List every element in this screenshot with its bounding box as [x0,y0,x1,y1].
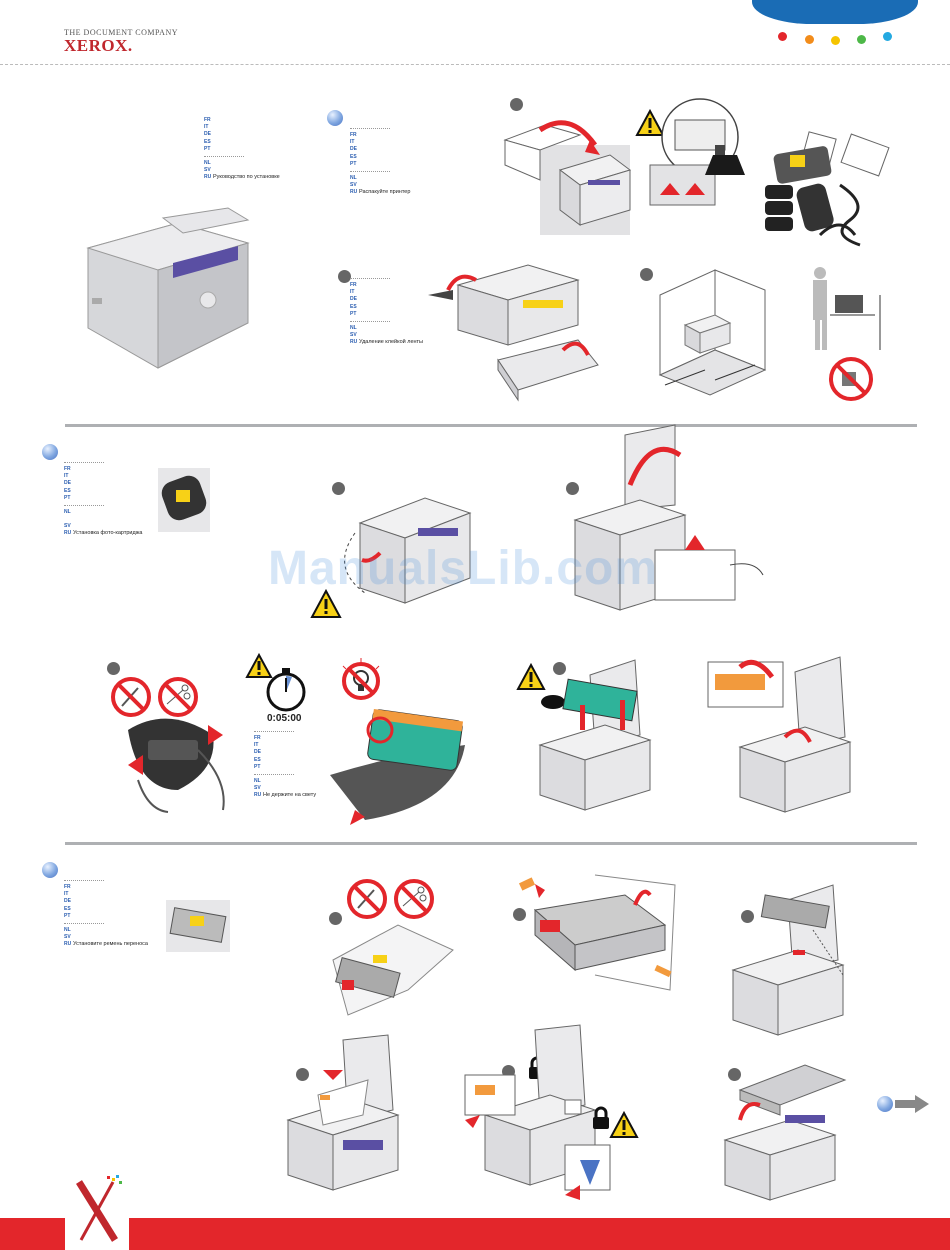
timer-readout: 0:05:00 [267,713,302,724]
intro-russian-text: Руководство по установке [213,174,280,181]
unwrap-belt-illustration [332,924,454,1016]
step-circle-remove-pins [513,908,526,921]
header: THE DOCUMENT COMPANY XEROX. [0,0,950,66]
watermark: ManualsLib.com [268,542,659,595]
step-circle-insert-belt [741,910,754,923]
warning-triangle-icon [609,1110,639,1138]
section-divider-1 [65,424,917,427]
transfer-belt-thumbnail [166,900,230,952]
no-plug-icon [829,357,873,401]
insert-belt-illustration [731,884,845,1036]
step-bubble-transfer-belt [42,862,58,878]
xerox-digital-x-logo [65,1172,129,1250]
step-circle-unwrap-belt [329,912,342,925]
lift-printer-illustration [649,98,745,206]
cartridge-unwrapped-illustration [330,708,465,825]
step-circle-open-top [566,482,579,495]
remove-protective-sheet-illustration [286,1034,400,1191]
open-top-cover-illustration [573,424,764,611]
color-dot-green [857,35,866,44]
imaging-cartridge-thumbnail [158,468,210,532]
box-contents-illustration [765,131,890,247]
step-bubble-unpack [327,110,343,126]
step-circle-unpack [510,98,523,111]
step-circle-close-cover [728,1068,741,1081]
remove-tape-illustration [428,264,599,402]
step-circle-placement [640,268,653,281]
stopwatch-icon [266,668,306,712]
blue-tab [752,0,918,24]
next-step-bubble [877,1096,893,1112]
warning-triangle-icon [245,652,273,678]
no-scissors-icon [394,879,434,919]
no-scissors-icon [158,677,198,717]
unboxing-illustration [503,120,632,235]
lock-cartridge-illustration [707,656,852,813]
unwrap-cartridge-illustration [128,718,225,813]
cartridge-russian-text: Установка фото-картриджа [73,530,143,537]
color-dot-yellow [831,36,840,45]
xerox-logo-text: XEROX. [64,36,133,55]
step-bubble-cartridge [42,444,58,460]
step-circle-remove-tape [338,270,351,283]
clearance-illustration [658,269,767,396]
next-arrow-icon[interactable] [895,1095,929,1113]
warning-triangle-icon [635,108,665,136]
step-circle-unwrap [107,662,120,675]
step-circle-open-front [332,482,345,495]
color-dot-red [778,32,787,41]
lock-icon [593,1106,609,1129]
open-front-cover-illustration [344,497,472,604]
step-circle-remove-sheet [296,1068,309,1081]
printer-illustration [86,207,250,369]
step-circle-insert-cartridge [553,662,566,675]
height-illustration [813,267,881,350]
remove-belt-pins-illustration [518,874,676,991]
company-tagline: THE DOCUMENT COMPANY [64,28,179,37]
insert-cartridge-illustration [538,659,652,811]
warning-triangle-icon [310,588,342,618]
lock-belt-illustration [464,1024,611,1200]
transfer-belt-russian-text: Установите ремень переноса [73,941,148,948]
color-dot-orange [805,35,814,44]
warning-triangle-icon [516,662,546,690]
header-divider [0,64,950,65]
no-knife-icon [111,677,151,717]
remove-tape-russian-text: Удаление клейкой ленты [359,339,424,346]
close-top-cover-illustration [723,1064,847,1201]
color-dot-cyan [883,32,892,41]
no-knife-icon [347,879,387,919]
light-warning-russian-text: Не держите на свету [263,792,317,799]
unpack-russian-text: Распакуйте принтер [359,189,411,196]
section-divider-2 [65,842,917,845]
no-light-icon [342,658,380,700]
footer-bar [0,1218,950,1250]
